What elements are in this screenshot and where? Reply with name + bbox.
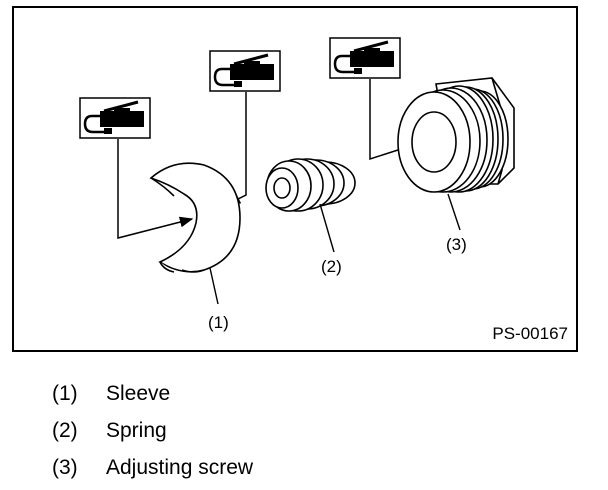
legend-text: Spring <box>106 419 167 442</box>
legend-text: Sleeve <box>106 382 171 405</box>
figure-code: PS-00167 <box>492 324 568 343</box>
lube-arrow-sleeve <box>117 139 194 239</box>
legend-text: Adjusting screw <box>106 456 254 479</box>
grease-gun-icon <box>78 96 152 140</box>
diagram-canvas <box>78 36 515 305</box>
legend-number: (3) <box>52 456 78 479</box>
spring-part <box>265 158 356 212</box>
legend-number: (2) <box>52 419 78 442</box>
grease-gun-icon <box>328 36 402 80</box>
grease-gun-icon <box>208 49 282 93</box>
callout-leader-3 <box>447 193 461 231</box>
callout-label-spring: (2) <box>321 257 342 276</box>
adjusting-screw-part <box>397 77 515 193</box>
sleeve-part <box>149 162 241 273</box>
legend-number: (1) <box>52 382 78 405</box>
callout-leader-1 <box>209 267 219 305</box>
callout-label-sleeve: (1) <box>208 313 229 332</box>
callout-leader-2 <box>319 203 335 253</box>
callout-label-adjusting-screw: (3) <box>446 235 467 254</box>
parts-diagram: (1) (2) (3) PS-00167 <box>12 6 578 352</box>
